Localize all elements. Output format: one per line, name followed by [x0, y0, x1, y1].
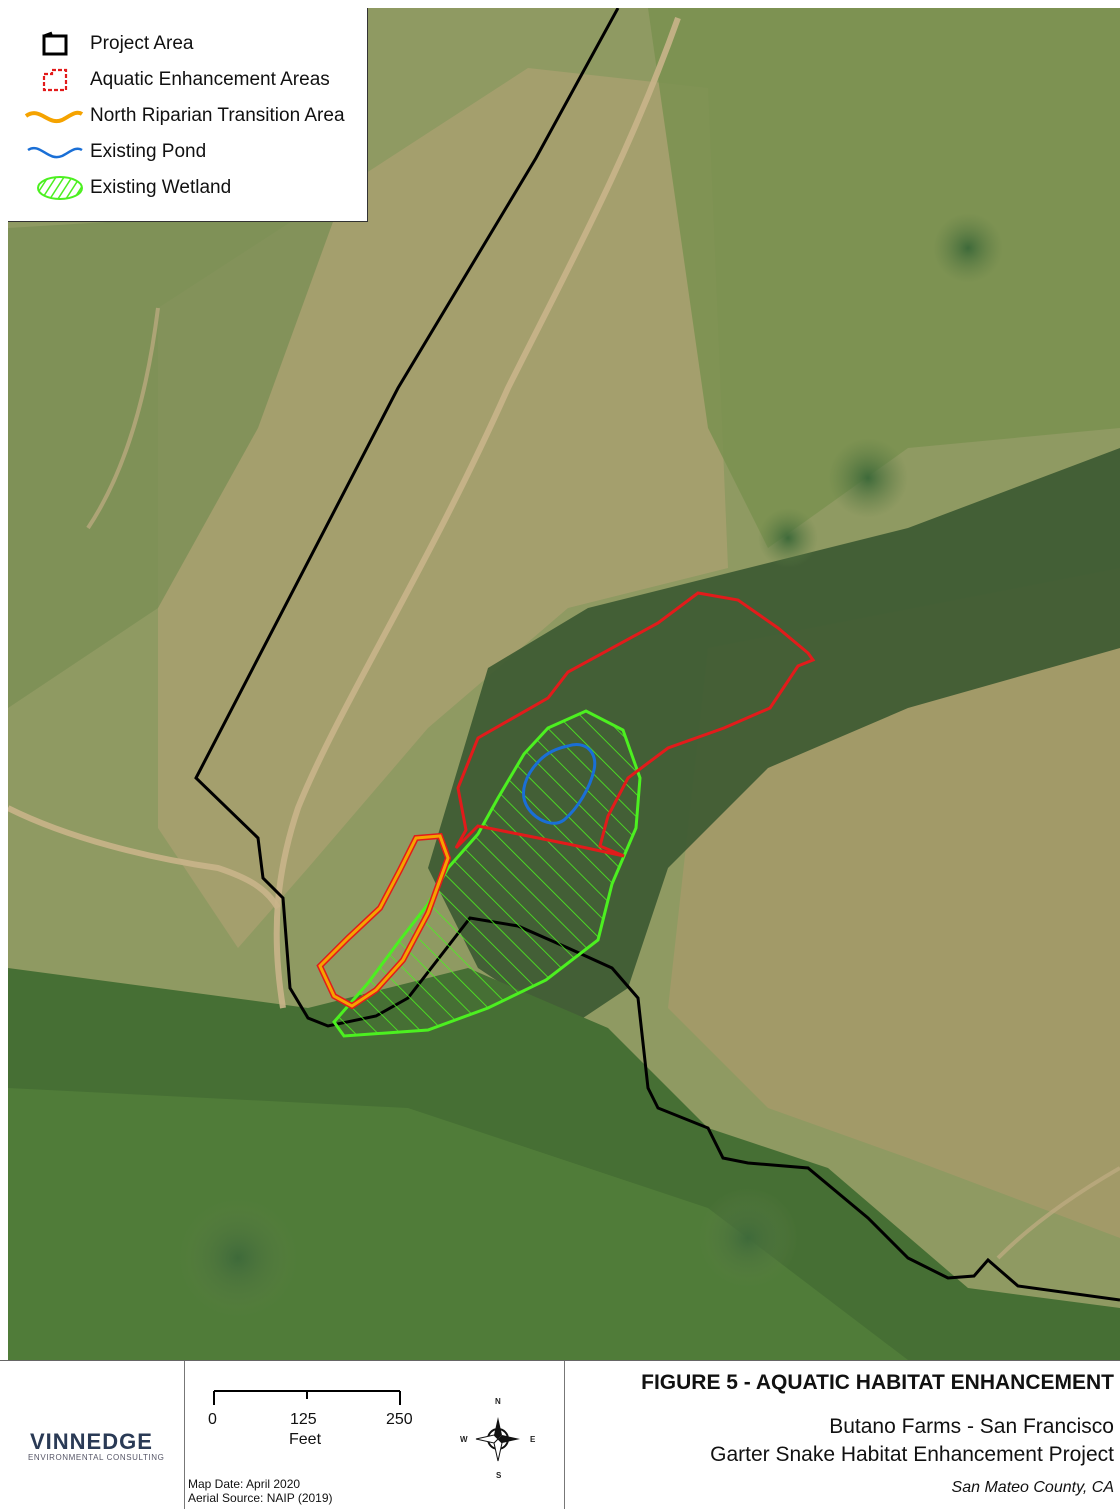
dirt-road	[273, 16, 681, 1009]
legend-label: North Riparian Transition Area	[90, 105, 345, 126]
project-name-line1: Butano Farms - San Francisco	[829, 1415, 1114, 1438]
map-footer: VINNEDGE ENVIRONMENTAL CONSULTING 0 125 …	[0, 1360, 1120, 1509]
legend-item-existing-pond: Existing Pond	[8, 134, 368, 170]
county-label: San Mateo County, CA	[951, 1479, 1114, 1496]
tree-cluster	[933, 213, 1003, 283]
map-canvas	[8, 8, 1120, 1360]
project-name-line2: Garter Snake Habitat Enhancement Project	[710, 1443, 1114, 1466]
tree-cluster	[178, 1198, 298, 1318]
legend-label: Project Area	[90, 33, 194, 54]
scale-label-0: 0	[208, 1411, 217, 1428]
legend-label: Aquatic Enhancement Areas	[90, 69, 330, 90]
project-area-boundary	[194, 8, 1120, 1302]
tree-cluster	[828, 438, 908, 518]
compass-w: W	[460, 1435, 468, 1444]
tree-cluster	[698, 1188, 798, 1288]
north-riparian-transition-area	[318, 834, 450, 1008]
scale-unit: Feet	[289, 1431, 322, 1448]
scrub-area	[8, 208, 338, 708]
north-arrow-icon	[475, 1417, 520, 1462]
scale-label-250: 250	[386, 1411, 413, 1428]
aquatic-enhancement-swatch-icon	[42, 68, 68, 92]
aerial-map[interactable]	[8, 8, 1120, 1360]
figure-title: FIGURE 5 - AQUATIC HABITAT ENHANCEMENT	[641, 1371, 1114, 1394]
footer-divider	[564, 1361, 565, 1509]
project-area-swatch-icon	[42, 31, 68, 56]
legend-item-existing-wetland: Existing Wetland	[8, 170, 368, 206]
footer-divider	[184, 1361, 185, 1509]
map-date: Map Date: April 2020	[188, 1477, 301, 1491]
existing-wetland	[332, 709, 642, 1038]
hillside-scrub	[648, 8, 1120, 548]
existing-pond-swatch-icon	[27, 146, 83, 159]
compass-s: S	[496, 1471, 502, 1480]
legend-item-aquatic-enhancement: Aquatic Enhancement Areas	[8, 62, 368, 98]
existing-pond	[522, 743, 597, 825]
company-logo-subtitle: ENVIRONMENTAL CONSULTING	[28, 1453, 165, 1462]
legend-item-riparian-transition: North Riparian Transition Area	[8, 98, 368, 134]
aquatic-enhancement-area	[454, 591, 816, 858]
compass-e: E	[530, 1435, 536, 1444]
aerial-source: Aerial Source: NAIP (2019)	[188, 1491, 333, 1505]
scale-label-125: 125	[290, 1411, 317, 1428]
dirt-track	[86, 307, 160, 530]
legend-label: Existing Wetland	[90, 177, 232, 198]
riparian-transition-swatch-icon	[24, 110, 84, 124]
dirt-track	[996, 1166, 1120, 1260]
legend-item-project-area: Project Area	[8, 26, 368, 62]
compass-n: N	[495, 1397, 501, 1406]
map-legend: Project Area Aquatic Enhancement Areas N…	[8, 8, 368, 222]
dirt-road	[8, 805, 281, 910]
scale-bar	[213, 1390, 401, 1405]
legend-label: Existing Pond	[90, 141, 207, 162]
existing-wetland-swatch-icon	[37, 176, 83, 200]
company-logo: VINNEDGE	[30, 1429, 153, 1454]
tree-cluster	[758, 508, 818, 568]
